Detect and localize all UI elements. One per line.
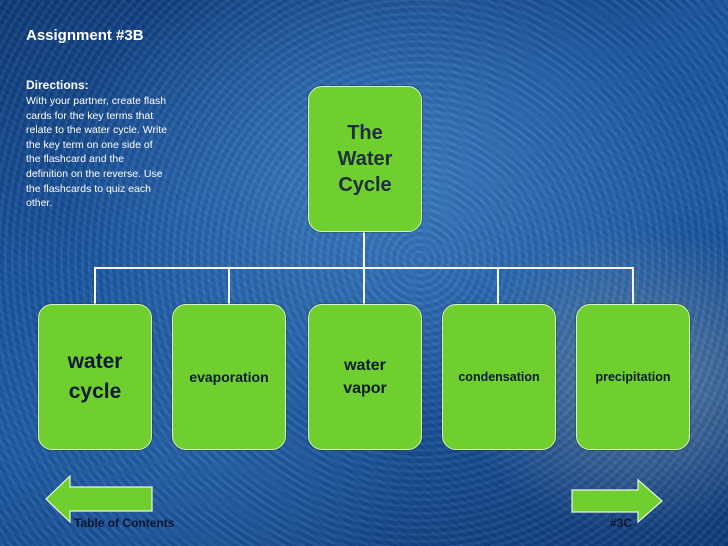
connector-branch-4 (497, 267, 499, 304)
diagram-node-water-vapor: water vapor (308, 304, 422, 450)
node-label: water vapor (343, 357, 387, 397)
diagram-node-water-cycle: water cycle (38, 304, 152, 450)
node-label: water cycle (67, 350, 123, 403)
connector-branch-5 (632, 267, 634, 304)
directions-heading: Directions: (26, 78, 89, 92)
connector-branch-3 (363, 267, 365, 304)
table-of-contents-link[interactable]: Table of Contents (74, 516, 175, 530)
root-node-label: The Water Cycle (337, 122, 393, 196)
connector-branch-1 (94, 267, 96, 304)
diagram-node-evaporation: evaporation (172, 304, 286, 450)
connector-root-stem (363, 230, 365, 268)
back-arrow-icon[interactable] (44, 474, 156, 524)
diagram-root-node: The Water Cycle (308, 86, 422, 232)
slide-title: Assignment #3B (26, 27, 144, 44)
directions-text: With your partner, create flash cards fo… (26, 95, 168, 210)
node-label: condensation (458, 370, 540, 384)
next-arrow-icon[interactable] (570, 478, 664, 524)
next-slide-link[interactable]: #3C (610, 516, 633, 530)
node-label: precipitation (595, 370, 671, 384)
node-label: evaporation (189, 369, 269, 385)
diagram-node-condensation: condensation (442, 304, 556, 450)
connector-branch-2 (228, 267, 230, 304)
diagram-node-precipitation: precipitation (576, 304, 690, 450)
